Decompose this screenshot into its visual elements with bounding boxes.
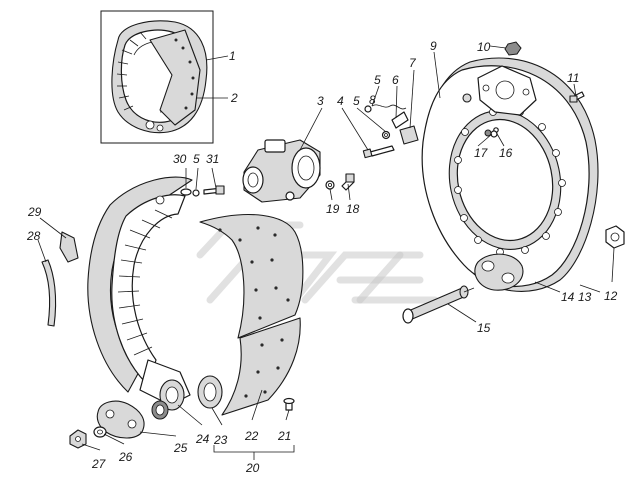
callout-13: 13 <box>578 290 592 304</box>
eccentric-plate <box>69 400 145 449</box>
brake-shoe <box>87 176 193 406</box>
callout-15: 15 <box>477 321 491 335</box>
brake-lining <box>199 213 304 416</box>
callout-19: 19 <box>326 202 340 216</box>
callout-23: 23 <box>213 433 228 447</box>
callout-6: 5 <box>374 73 381 87</box>
callout-5b: 8 <box>369 93 376 107</box>
callout-29: 29 <box>27 205 42 219</box>
assembly-inset <box>100 10 214 144</box>
callout-4: 4 <box>337 94 344 108</box>
callouts: 1 2 3 4 5 5 6 7 8 9 10 11 12 13 14 15 16… <box>26 39 618 475</box>
callout-22: 22 <box>244 429 259 443</box>
callout-11: 11 <box>567 71 579 85</box>
wheel-cylinder <box>242 139 321 203</box>
backing-plate <box>421 57 599 292</box>
callout-20: 20 <box>245 461 260 475</box>
callout-10: 10 <box>477 40 491 54</box>
anchor-pin <box>402 285 475 324</box>
callout-30: 30 <box>173 152 187 166</box>
callout-1: 1 <box>229 49 236 63</box>
small-hardware <box>180 41 625 411</box>
callout-12: 12 <box>604 289 618 303</box>
callout-14: 14 <box>561 290 575 304</box>
bushings <box>151 375 223 420</box>
callout-27: 27 <box>91 457 107 471</box>
callout-28: 28 <box>26 229 41 243</box>
leader-lines <box>37 45 615 460</box>
callout-2: 2 <box>230 91 238 105</box>
callout-24: 24 <box>195 432 210 446</box>
callout-26: 26 <box>118 450 133 464</box>
return-spring <box>41 231 79 327</box>
callout-21: 21 <box>277 429 291 443</box>
callout-17: 17 <box>474 146 489 160</box>
callout-9: 9 <box>430 39 437 53</box>
callout-3: 3 <box>317 94 324 108</box>
callout-7: 6 <box>392 73 399 87</box>
callout-5a: 5 <box>353 94 360 108</box>
callout-25: 25 <box>173 441 188 455</box>
callout-18: 18 <box>346 202 360 216</box>
callout-8: 7 <box>409 56 417 70</box>
callout-5c: 5 <box>193 152 200 166</box>
callout-31: 31 <box>206 152 219 166</box>
callout-16: 16 <box>499 146 513 160</box>
